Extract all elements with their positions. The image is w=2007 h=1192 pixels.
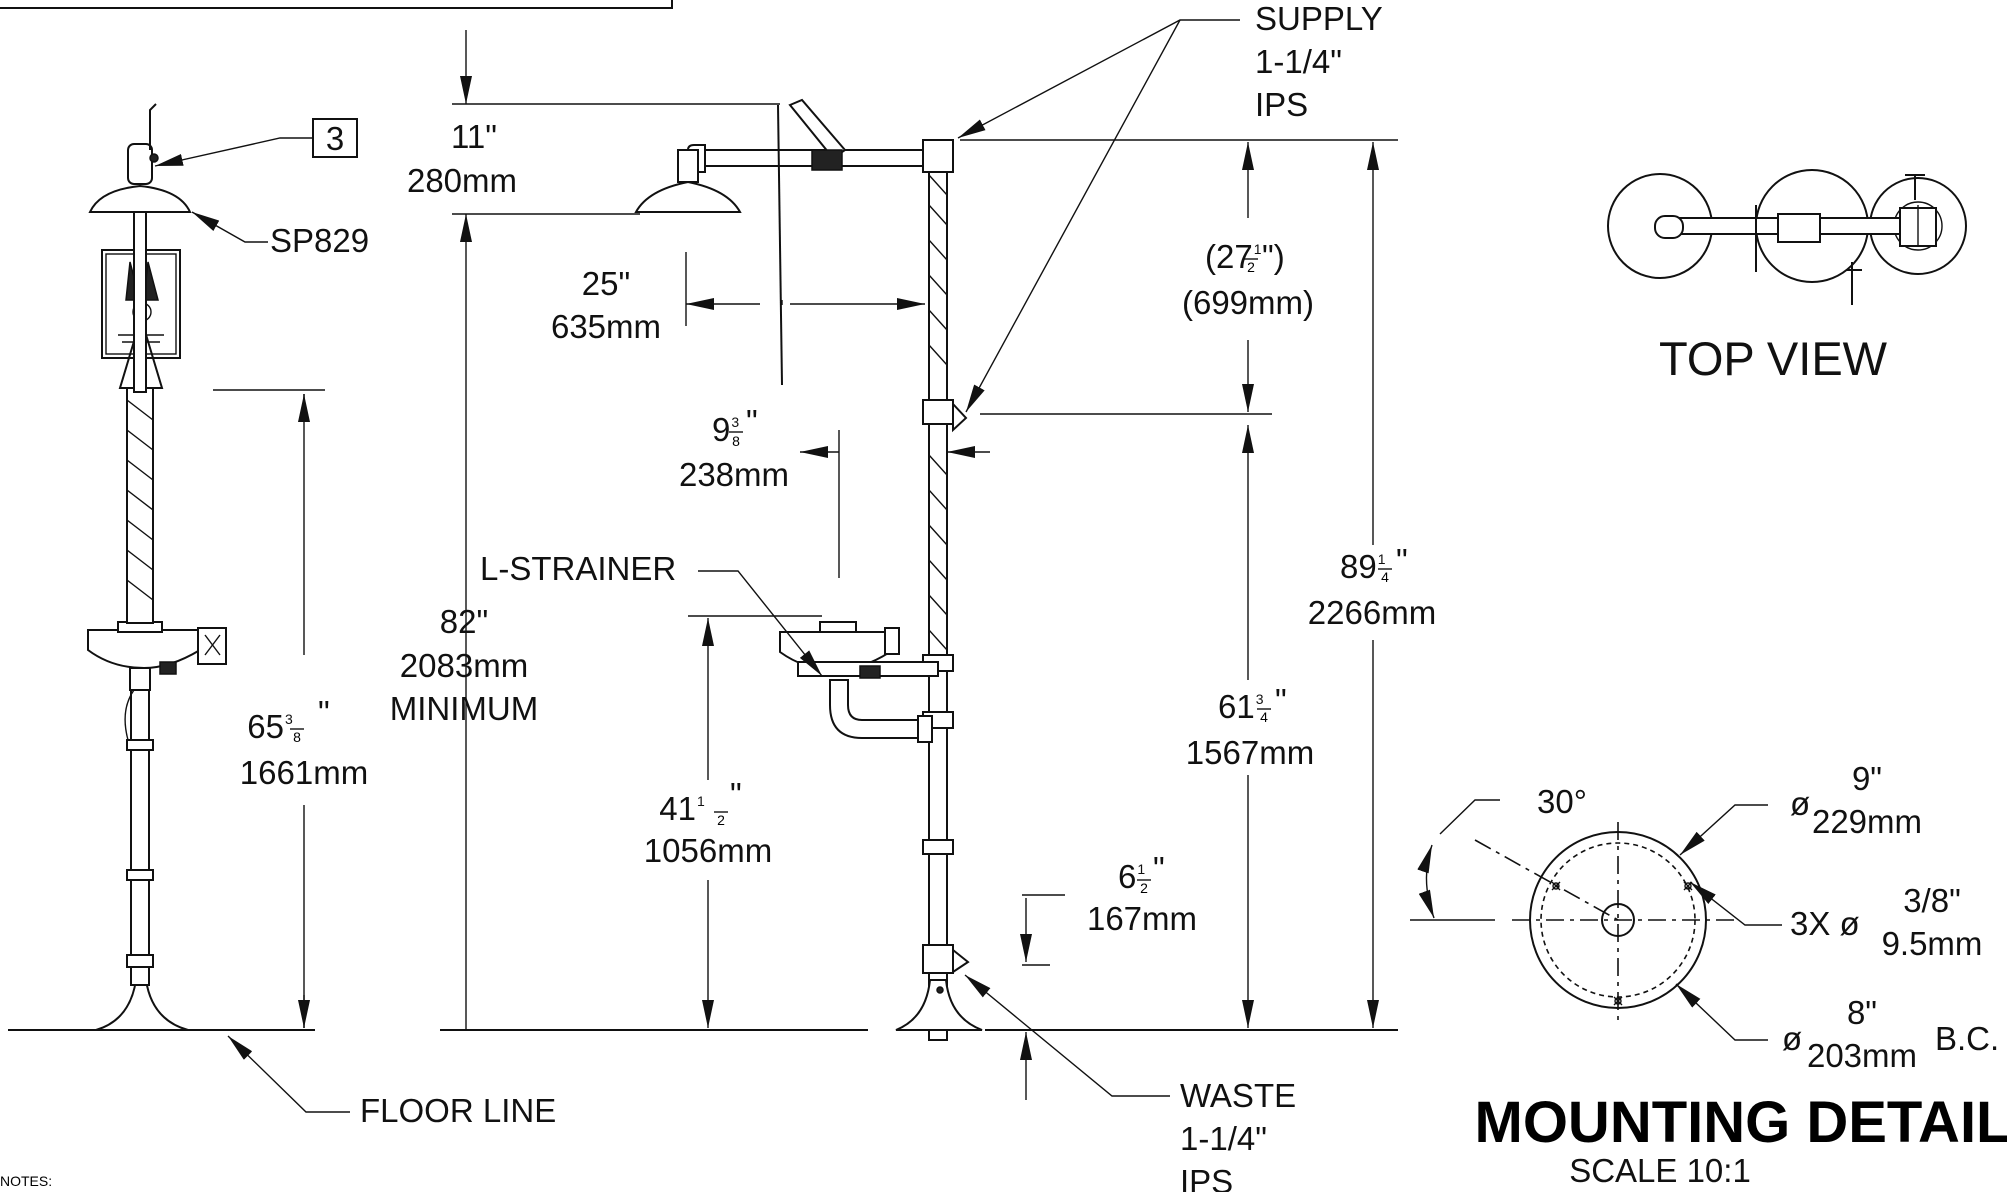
svg-text:MINIMUM: MINIMUM [390, 690, 538, 727]
svg-text:61: 61 [1118, 858, 1145, 895]
dim-61-3-4: 613 4 " 1567mm [1186, 425, 1314, 1028]
svg-text:238mm: 238mm [679, 456, 789, 493]
svg-text:1056mm: 1056mm [644, 832, 772, 869]
dim-6-1-2: 61 2 " 167mm [1020, 850, 1197, 1100]
callout-3: 3 [154, 118, 358, 167]
svg-text:": " [1275, 682, 1287, 719]
svg-text:11": 11" [451, 118, 497, 155]
svg-text:1-1/4": 1-1/4" [1180, 1120, 1267, 1157]
front-view-unit: SUPPLY 1-1/4" IPS WASTE 1-1/4" IPS L-STR… [390, 0, 1436, 1192]
callout-sp829: SP829 [191, 211, 369, 259]
svg-text:TOP VIEW: TOP VIEW [1659, 332, 1888, 385]
svg-text:203mm: 203mm [1807, 1037, 1917, 1074]
svg-text:SP829: SP829 [270, 222, 369, 259]
svg-text:2: 2 [1140, 880, 1148, 896]
dim-11: 11" 280mm [407, 30, 780, 1030]
callout-l-strainer: L-STRAINER [480, 550, 823, 677]
svg-text:(699mm): (699mm) [1182, 284, 1314, 321]
svg-text:"): ") [1262, 238, 1285, 275]
svg-text:8: 8 [293, 729, 301, 745]
svg-text:IPS: IPS [1255, 86, 1308, 123]
svg-text:": " [1153, 850, 1165, 887]
svg-text:635mm: 635mm [551, 308, 661, 345]
svg-text:": " [1396, 542, 1408, 579]
dim-41-1-2: 411 2 " 1056mm [644, 615, 822, 1028]
svg-text:2: 2 [1247, 259, 1255, 275]
svg-text:WASTE: WASTE [1180, 1077, 1296, 1114]
side-view-unit: 3 SP829 FLOOR LINE 653 8 " 1661mm [8, 103, 556, 1129]
svg-text:ø: ø [1782, 1020, 1802, 1057]
svg-text:2083mm: 2083mm [400, 647, 528, 684]
svg-text:167mm: 167mm [1087, 900, 1197, 937]
svg-text:30°: 30° [1537, 783, 1587, 820]
svg-text:(271: (271 [1205, 238, 1262, 275]
svg-text:653: 653 [247, 708, 293, 745]
svg-text:4: 4 [1260, 709, 1268, 725]
callout-waste: WASTE 1-1/4" IPS [964, 974, 1296, 1192]
dim-27-1-2: (271 2 ") (699mm) [960, 139, 1314, 415]
dim-65-3-8: 653 8 " 1661mm [213, 389, 368, 1028]
svg-text:82": 82" [440, 603, 488, 640]
svg-text:9": 9" [1852, 760, 1882, 797]
mounting-detail: 30° ø 9" 229mm 3X ø 3/8" 9.5mm ø 8" 203m… [1410, 760, 2007, 1189]
dim-82: 82" 2083mm MINIMUM [390, 603, 538, 727]
svg-text:": " [318, 694, 330, 731]
svg-text:9.5mm: 9.5mm [1882, 925, 1983, 962]
svg-text:3/8": 3/8" [1903, 882, 1961, 919]
callout-supply: SUPPLY 1-1/4" IPS [957, 0, 1383, 413]
svg-text:1567mm: 1567mm [1186, 734, 1314, 771]
svg-text:L-STRAINER: L-STRAINER [480, 550, 676, 587]
svg-text:4: 4 [1381, 569, 1389, 585]
dim-89-1-4: 891 4 " 2266mm [1060, 139, 1436, 1028]
svg-text:FLOOR LINE: FLOOR LINE [360, 1092, 556, 1129]
top-view: TOP VIEW [1607, 169, 1967, 385]
svg-text:ø: ø [1790, 785, 1810, 822]
svg-text:MOUNTING DETAIL: MOUNTING DETAIL [1475, 1090, 2007, 1155]
svg-text:411: 411 [659, 790, 705, 827]
svg-text:SCALE 10:1: SCALE 10:1 [1569, 1152, 1751, 1189]
svg-text:25": 25" [582, 265, 630, 302]
svg-text:280mm: 280mm [407, 162, 517, 199]
dim-9-3-8: 93 8 " 238mm [679, 403, 990, 578]
svg-text:SUPPLY: SUPPLY [1255, 0, 1383, 37]
callout-floor-line: FLOOR LINE [227, 1035, 556, 1129]
title-block-fragment [0, 0, 673, 9]
svg-text:2: 2 [717, 812, 725, 828]
svg-text:613: 613 [1218, 688, 1264, 725]
svg-text:2266mm: 2266mm [1308, 594, 1436, 631]
svg-text:891: 891 [1340, 548, 1386, 585]
notes-label: NOTES: [0, 1173, 52, 1189]
svg-text:": " [730, 776, 742, 813]
svg-text:8: 8 [732, 433, 740, 449]
svg-text:93: 93 [712, 411, 739, 448]
svg-text:8": 8" [1847, 994, 1877, 1031]
svg-text:3X ø: 3X ø [1790, 905, 1860, 942]
svg-text:3: 3 [326, 120, 344, 157]
svg-text:1-1/4": 1-1/4" [1255, 43, 1342, 80]
svg-text:229mm: 229mm [1812, 803, 1922, 840]
svg-text:IPS: IPS [1180, 1163, 1233, 1192]
svg-text:B.C.: B.C. [1935, 1020, 1999, 1057]
svg-text:1661mm: 1661mm [240, 754, 368, 791]
svg-text:": " [746, 403, 758, 440]
dim-25: 25" 635mm [551, 252, 925, 345]
